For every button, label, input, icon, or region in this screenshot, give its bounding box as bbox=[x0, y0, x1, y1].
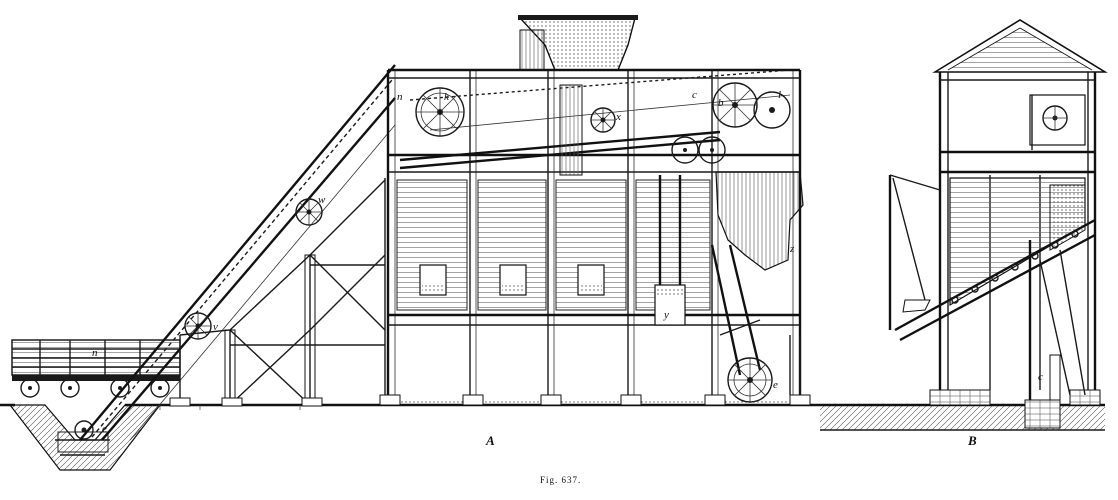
wheel-b: b bbox=[712, 82, 758, 128]
sprocket-w: w bbox=[295, 194, 326, 226]
view-b-section: y c bbox=[820, 19, 1108, 431]
label-e-pit: e bbox=[102, 423, 107, 435]
coal-pockets: y bbox=[396, 175, 711, 326]
railway-car: n bbox=[11, 339, 181, 398]
refuse-chute-z: z bbox=[715, 171, 804, 271]
label-w: w bbox=[318, 194, 326, 206]
label-b: b bbox=[718, 97, 724, 109]
wheel-k: k bbox=[415, 87, 465, 137]
side-chute-y: y bbox=[894, 218, 1096, 396]
view-a-label: A bbox=[485, 433, 495, 448]
rolls-pair bbox=[671, 136, 726, 164]
side-door bbox=[888, 174, 941, 330]
rod-c: c bbox=[1028, 240, 1061, 401]
sprocket-v: v bbox=[184, 312, 218, 340]
railway-pit bbox=[8, 404, 162, 471]
label-c-chain: c bbox=[692, 89, 697, 101]
inclined-conveyor bbox=[79, 64, 396, 441]
label-c-side: c bbox=[1038, 371, 1043, 383]
side-bin bbox=[949, 177, 1086, 307]
label-v: v bbox=[213, 321, 218, 333]
pocket-gates bbox=[419, 264, 686, 326]
label-y: y bbox=[663, 309, 669, 321]
chute-rollers bbox=[951, 230, 1079, 304]
roof-hopper bbox=[518, 15, 638, 71]
side-roof bbox=[932, 19, 1108, 73]
figure-caption: Fig. 637. bbox=[540, 475, 581, 485]
wheel-l: l bbox=[753, 89, 791, 129]
label-n-car: n bbox=[92, 347, 98, 359]
label-k: k bbox=[444, 91, 450, 103]
label-z: z bbox=[789, 243, 795, 255]
side-machinery bbox=[1029, 94, 1086, 150]
car-wheels bbox=[20, 378, 170, 398]
label-x: x bbox=[615, 111, 621, 123]
wheel-e: e bbox=[727, 357, 778, 403]
refuse-conveyor: e bbox=[710, 244, 801, 403]
sprocket-x: x bbox=[590, 107, 621, 133]
building-footings bbox=[379, 394, 811, 406]
upper-machinery: k x b l bbox=[397, 69, 791, 176]
label-e-wheel: e bbox=[773, 379, 778, 391]
label-l: l bbox=[778, 89, 781, 101]
label-n-mill: n bbox=[397, 91, 403, 103]
view-a-elevation: n v bbox=[0, 15, 820, 471]
view-b-label: B bbox=[967, 433, 977, 448]
